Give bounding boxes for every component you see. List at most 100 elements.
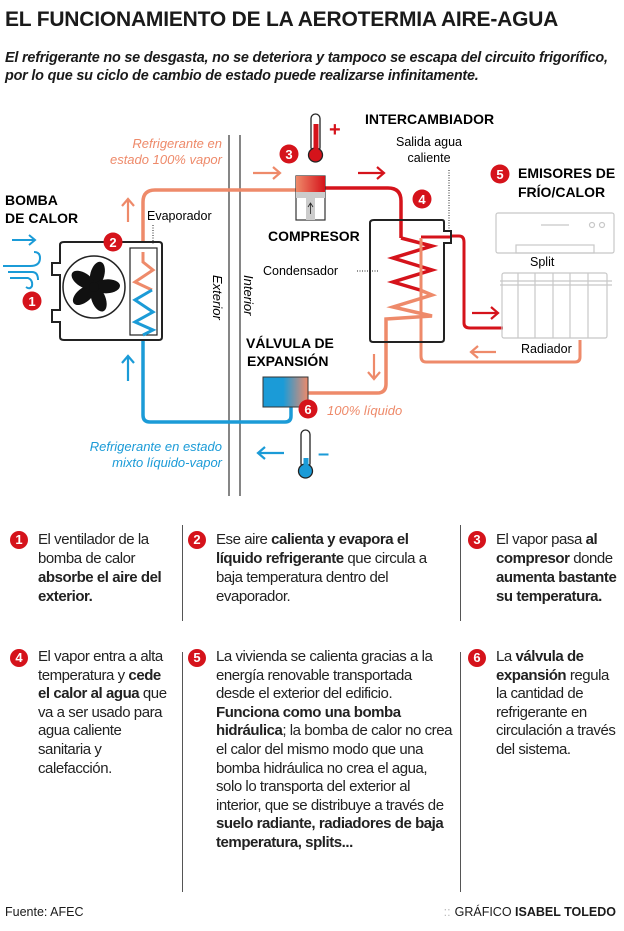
evaporator-label: Evaporador (147, 209, 212, 223)
note-badge: 6 (468, 649, 486, 667)
note-text: El vapor pasa al compresor donde aumenta… (468, 530, 618, 606)
thermometer-hot-icon (307, 113, 324, 163)
note-text-bold: válvula de expansión (496, 648, 584, 684)
heat-pump-unit (51, 241, 163, 341)
heat-pump-label-2: DE CALOR (5, 210, 78, 226)
separator (182, 652, 183, 892)
valve-label-1: VÁLVULA DE (246, 335, 334, 351)
note-text-segment: El ventilador de la bomba de calor (38, 531, 149, 567)
condenser-coil-hot (386, 236, 439, 292)
liquid-pipe-blue (141, 333, 293, 424)
thermometer-cold-icon (297, 429, 314, 479)
vapor-label-2: estado 100% vapor (110, 152, 223, 167)
note-text: El vapor entra a alta temperatura y cede… (10, 648, 175, 778)
interior-label: Interior (241, 275, 256, 316)
separator (182, 525, 183, 621)
note-badge: 5 (188, 649, 206, 667)
note-text: El ventilador de la bomba de calor absor… (10, 530, 175, 606)
note-text-bold: al compresor (496, 531, 598, 567)
note-text: La válvula de expansión regula la cantid… (468, 648, 618, 760)
arrow-left-return-icon (469, 345, 496, 359)
arrow-right-radiator-icon (472, 306, 500, 320)
liquid-label: 100% líquido (327, 403, 402, 418)
note-text-bold: Funciona como una bomba hidráulica (216, 703, 401, 740)
hot-water-pipe (421, 234, 503, 330)
note-text-bold: aumenta bastante su temperatura. (496, 569, 617, 605)
dots-icon: :: (443, 905, 451, 919)
badge-4: 4 (412, 189, 432, 209)
exchanger-tank (369, 219, 452, 343)
badge-5: 5 (490, 164, 510, 184)
note-text-bold: suelo radiante, radiadores de baja tempe… (216, 815, 444, 851)
svg-text:4: 4 (418, 192, 426, 207)
vapor-label-1: Refrigerante en (132, 136, 222, 151)
separator (460, 652, 461, 892)
radiator-label: Radiador (521, 342, 572, 356)
compressor (295, 175, 326, 221)
note-text-segment: donde (569, 550, 613, 567)
note-badge: 4 (10, 649, 28, 667)
arrow-down-liquid-icon (367, 354, 381, 381)
condenser-label: Condensador (263, 264, 338, 278)
note-text-segment: ; la bomba de calor no crea el calor del… (216, 722, 452, 814)
note-text-segment: El vapor pasa (496, 531, 586, 548)
svg-text:1: 1 (28, 294, 35, 309)
hot-water-out-label-2: caliente (407, 151, 450, 165)
note-text-segment: que va a ser usado para agua caliente sa… (38, 685, 167, 777)
heat-pump-diagram: Exterior Interior (3, 111, 615, 496)
fan-icon (71, 261, 120, 312)
svg-text:6: 6 (304, 402, 311, 417)
mixed-label-1: Refrigerante en estado (90, 439, 222, 454)
graphic-credit: ::GRÁFICO ISABEL TOLEDO (444, 905, 616, 919)
valve-label-2: EXPANSIÓN (247, 352, 328, 369)
split-label: Split (530, 255, 555, 269)
expansion-valve (262, 376, 309, 408)
badge-2: 2 (103, 232, 123, 252)
note-text-segment: regula la cantidad de refrigerante en ci… (496, 666, 616, 758)
emitters-label-1: EMISORES DE (518, 165, 615, 181)
arrow-right-hot-icon (358, 166, 386, 180)
source-credit: Fuente: AFEC (5, 905, 84, 919)
vapor-pipe (141, 188, 298, 252)
badge-1: 1 (22, 291, 42, 311)
arrow-left-mixed-icon (256, 446, 284, 460)
mixed-label-2: mixto líquido-vapor (112, 455, 222, 470)
note-text: Ese aire calienta y evapora el líquido r… (188, 530, 450, 606)
radiator-icon (500, 272, 612, 339)
page-title: EL FUNCIONAMIENTO DE LA AEROTERMIA AIRE-… (5, 8, 559, 31)
note-text: La vivienda se calienta gracias a la ene… (188, 648, 454, 853)
note-badge: 3 (468, 531, 486, 549)
compressor-label: COMPRESOR (268, 228, 360, 244)
note-badge: 2 (188, 531, 206, 549)
note-badge: 1 (10, 531, 28, 549)
arrow-up-mixed-icon (121, 354, 135, 381)
note-text-bold: calienta y evapora el líquido refrigeran… (216, 531, 409, 567)
svg-text:3: 3 (285, 147, 292, 162)
emitters-label-2: FRÍO/CALOR (518, 184, 605, 200)
exterior-label: Exterior (210, 275, 225, 320)
note-text-bold: absorbe el aire del exterior. (38, 569, 162, 605)
credit-prefix: GRÁFICO (454, 905, 512, 919)
heat-pump-label-1: BOMBA (5, 192, 58, 208)
svg-text:2: 2 (109, 235, 116, 250)
hot-water-out-label-1: Salida agua (396, 135, 462, 149)
page-subtitle: El refrigerante no se desgasta, no se de… (5, 50, 608, 84)
arrow-right-vapor-icon (253, 166, 282, 180)
split-unit-icon (495, 212, 615, 254)
badge-3: 3 (279, 144, 299, 164)
badge-6: 6 (298, 399, 318, 419)
credit-name: ISABEL TOLEDO (515, 905, 616, 919)
note-text-segment: que circula a baja temperatura dentro de… (216, 550, 427, 605)
separator (460, 525, 461, 621)
svg-text:5: 5 (496, 167, 503, 182)
return-water-pipe (419, 238, 582, 364)
exchanger-label: INTERCAMBIADOR (365, 111, 494, 127)
note-text-segment: Ese aire (216, 531, 272, 548)
condenser-coil-cool (308, 288, 438, 395)
